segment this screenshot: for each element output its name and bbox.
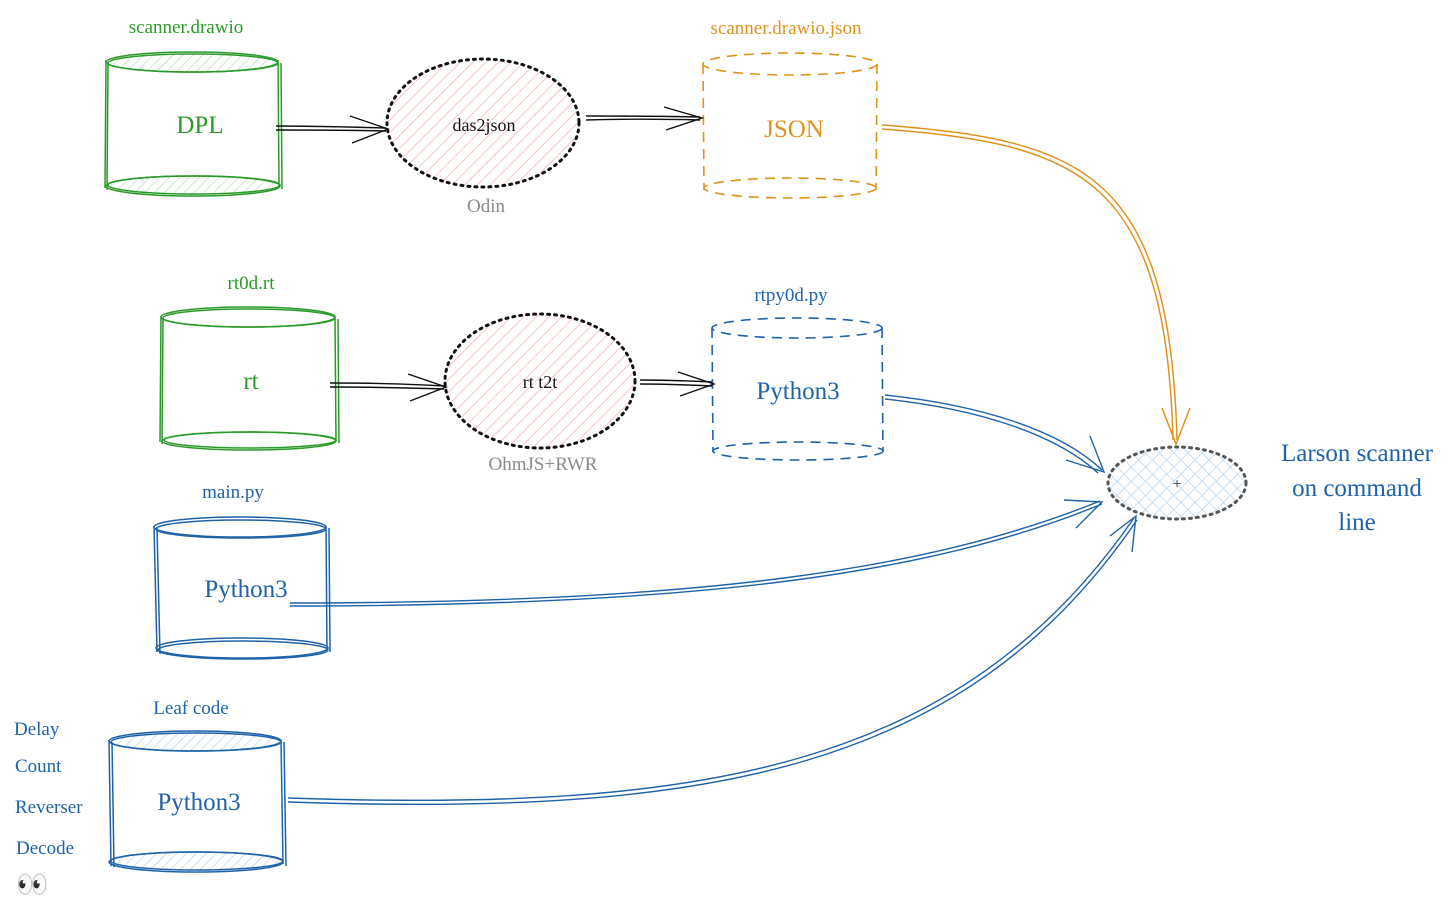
arrow-rtpy-to-target: [884, 394, 1106, 474]
arrow-dpl-to-das2json: [275, 115, 391, 144]
rtt2t-sublabel: OhmJS+RWR: [489, 454, 598, 475]
main-py-cylinder: [153, 516, 331, 660]
json-caption: scanner.drawio.json: [711, 18, 862, 39]
rt-cylinder: [159, 306, 340, 451]
leaf-code-cylinder: [108, 730, 287, 873]
das2json-label: das2json: [453, 115, 516, 135]
target-node: [1106, 445, 1248, 521]
rtpy-caption: rtpy0d.py: [754, 285, 828, 306]
dpl-cylinder: [104, 51, 283, 197]
leaf-item-reverser: Reverser: [15, 797, 83, 818]
arrow-main-to-target: [289, 499, 1104, 607]
target-label-line3: line: [1338, 509, 1376, 536]
leaf-item-decode: Decode: [16, 838, 74, 859]
eyes-icon: 👀: [16, 870, 49, 900]
rtpy-label: Python3: [756, 378, 839, 405]
main-py-label: Python3: [204, 576, 287, 603]
target-plus-symbol: +: [1172, 476, 1181, 493]
arrow-leaf-to-target: [287, 514, 1138, 806]
target-label-line2: on command: [1292, 475, 1422, 502]
das2json-sublabel: Odin: [467, 196, 506, 217]
dpl-caption: scanner.drawio: [129, 17, 243, 38]
arrow-json-to-target: [881, 124, 1191, 447]
rt-label: rt: [243, 368, 258, 395]
rtt2t-label: rt t2t: [523, 372, 558, 392]
main-py-caption: main.py: [202, 482, 264, 503]
arrow-rt-to-rtt2t: [329, 373, 449, 402]
rtpy-cylinder: [711, 317, 884, 461]
leaf-code-caption: Leaf code: [153, 698, 228, 719]
leaf-item-count: Count: [15, 756, 62, 777]
arrow-rtt2t-to-rtpy: [639, 371, 717, 397]
json-label: JSON: [764, 116, 824, 143]
arrow-das2json-to-json: [585, 106, 705, 131]
leaf-item-delay: Delay: [14, 719, 60, 740]
json-cylinder: [702, 52, 878, 199]
das2json-process: [385, 57, 581, 189]
rt-caption: rt0d.rt: [228, 273, 276, 294]
rtt2t-process: [443, 312, 637, 450]
dpl-label: DPL: [176, 112, 223, 139]
target-label-line1: Larson scanner: [1281, 440, 1434, 467]
leaf-code-label: Python3: [157, 789, 240, 816]
